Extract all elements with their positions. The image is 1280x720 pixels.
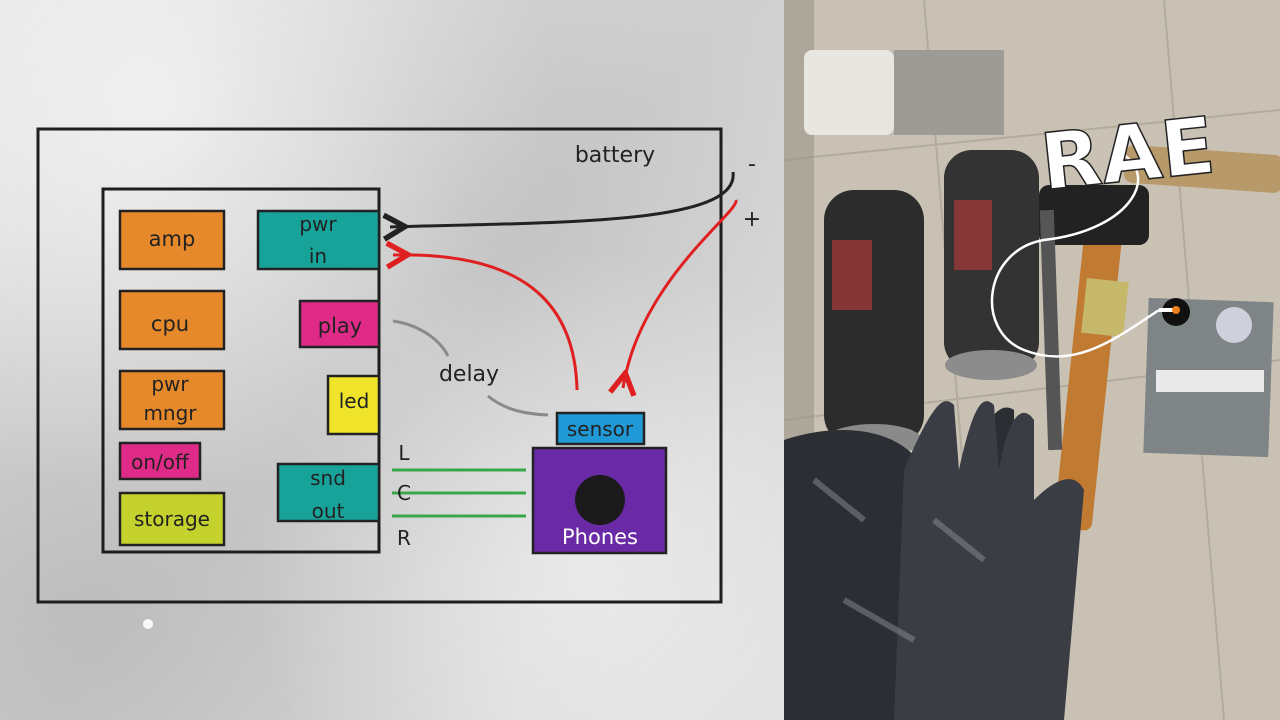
pwr-in-block: pwr in (256, 209, 381, 271)
channel-l-label: L (398, 441, 410, 465)
delay-wire-lower (487, 394, 549, 417)
positive-terminal-label: + (743, 207, 761, 232)
gray-block (1143, 297, 1274, 458)
sensor-label: sensor (567, 417, 634, 441)
play-label: play (318, 314, 362, 338)
pwr-in-label-line1: pwr (299, 212, 337, 236)
hammer (1039, 185, 1149, 531)
amp-block: amp (118, 209, 226, 271)
snd-out-label-line1: snd (310, 466, 346, 490)
gloves (784, 401, 1084, 720)
pwr-in-label-line2: in (309, 244, 327, 268)
spray-can-left (824, 190, 924, 456)
system-diagram: battery amp cpu pwr mngr on/off storage (36, 127, 761, 629)
cpu-label: cpu (151, 312, 189, 336)
cable-curve (990, 148, 1160, 358)
delay-label: delay (439, 362, 499, 387)
pwr-mngr-block: pwr mngr (118, 369, 226, 431)
play-block: play (298, 299, 381, 349)
delay-wire-upper (392, 319, 450, 357)
negative-terminal-label: - (748, 152, 756, 177)
cpu-block: cpu (118, 289, 226, 351)
storage-label: storage (134, 507, 210, 531)
spray-can-right (944, 150, 1039, 380)
pwr-mngr-label-line1: pwr (151, 372, 189, 396)
snd-out-block: snd out (276, 462, 381, 523)
phones-block: Phones (531, 446, 668, 555)
led-block: led (326, 374, 381, 436)
sensor-block: sensor (555, 411, 646, 446)
channel-c-label: C (397, 481, 411, 505)
sensor-power-wire (393, 255, 579, 391)
battery-enclosure (36, 127, 723, 604)
on-off-block: on/off (118, 441, 202, 481)
storage-block: storage (118, 491, 226, 547)
amp-label: amp (149, 227, 196, 251)
tools-photo: RAE (784, 0, 1280, 720)
spray-can-lying (804, 50, 1004, 135)
main-board (101, 187, 381, 554)
rae-logo-text: RAE (1037, 101, 1219, 209)
photo-panel: RAE (784, 0, 1280, 720)
decorative-dot (143, 619, 153, 629)
phones-label: Phones (562, 525, 638, 549)
pwr-mngr-label-line2: mngr (143, 401, 197, 425)
negative-wire (390, 171, 735, 227)
positive-wire (623, 199, 738, 388)
battery-label: battery (575, 143, 655, 168)
diagram-panel: battery amp cpu pwr mngr on/off storage (0, 0, 784, 720)
rae-logo: RAE (1036, 100, 1220, 209)
chisel (1039, 209, 1063, 451)
led-label: led (339, 389, 370, 413)
snd-out-label-line2: out (312, 499, 345, 523)
wooden-handle (1123, 145, 1280, 193)
phones-speaker-icon (575, 475, 625, 525)
channel-r-label: R (397, 526, 411, 550)
on-off-label: on/off (131, 450, 190, 474)
